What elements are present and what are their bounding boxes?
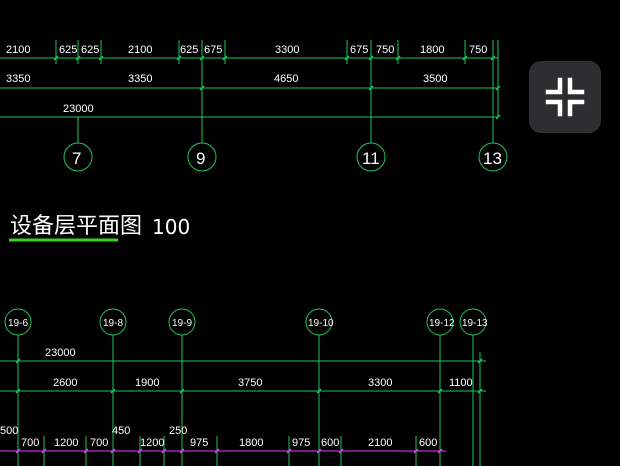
top-axis-labels: 7 9 11 13: [72, 149, 502, 168]
axis-label: 11: [362, 149, 380, 168]
top-dim-row2-labels: 3350 3350 4650 3500: [6, 73, 447, 85]
drawing-title-text: 设备层平面图: [10, 214, 142, 239]
top-dimension-ticks: [53, 55, 501, 120]
dim-label: 23000: [63, 103, 94, 115]
dim-label: 750: [376, 44, 394, 56]
top-axis-bubbles: [63, 117, 508, 172]
axis-label: 19-8: [103, 318, 123, 329]
exit-fullscreen-button[interactable]: [529, 61, 601, 133]
axis-label: 19-12: [429, 318, 455, 329]
dim-label: 700: [90, 437, 108, 449]
dim-label: 975: [190, 437, 208, 449]
dim-label: 600: [321, 437, 339, 449]
dim-label: 2100: [128, 44, 152, 56]
dim-label: 625: [59, 44, 77, 56]
dim-label: 1800: [239, 437, 263, 449]
bottom-dim-row1-labels: 23000: [45, 347, 76, 359]
dim-label: 675: [350, 44, 368, 56]
dim-label: 500: [0, 425, 18, 437]
axis-label: 19-13: [462, 318, 488, 329]
magenta-ticks: [15, 448, 443, 454]
dim-label: 600: [419, 437, 437, 449]
dim-label: 1200: [140, 437, 164, 449]
bottom-dimension-ticks: [15, 358, 483, 394]
bottom-axis-labels: 19-6 19-8 19-9 19-10 19-12 19-13: [8, 318, 488, 329]
dim-label: 750: [469, 44, 487, 56]
dim-label: 450: [112, 425, 130, 437]
drawing-scale-text: 100: [152, 215, 190, 239]
dim-label: 3500: [423, 73, 447, 85]
top-dim-row3-labels: 23000: [63, 103, 94, 115]
collapse-arrows-icon: [545, 77, 585, 117]
dim-label: 2600: [53, 377, 77, 389]
dim-label: 23000: [45, 347, 76, 359]
dim-label: 3750: [238, 377, 262, 389]
dim-label: 2100: [6, 44, 30, 56]
bottom-dim-row2-labels: 2600 1900 3750 3300 1100: [53, 377, 473, 389]
dim-label: 675: [204, 44, 222, 56]
bottom-axis-bubbles: [4, 308, 487, 466]
bottom-dim-row3-upper-labels: 500 450 250: [0, 425, 187, 437]
dim-label: 975: [292, 437, 310, 449]
dim-label: 700: [21, 437, 39, 449]
dim-label: 2100: [368, 437, 392, 449]
axis-label: 7: [72, 149, 81, 168]
drawing-title: 设备层平面图 100: [9, 214, 190, 242]
bottom-dimension-lines: [0, 360, 486, 466]
dim-label: 3300: [368, 377, 392, 389]
axis-label: 19-6: [8, 318, 28, 329]
axis-label: 19-10: [308, 318, 334, 329]
dim-label: 3300: [275, 44, 299, 56]
dim-label: 625: [81, 44, 99, 56]
axis-label: 19-9: [172, 318, 192, 329]
dim-label: 625: [180, 44, 198, 56]
dim-label: 1200: [54, 437, 78, 449]
dim-label: 1900: [135, 377, 159, 389]
dim-label: 4650: [274, 73, 298, 85]
axis-label: 9: [196, 149, 205, 168]
dim-label: 1100: [449, 377, 473, 389]
dim-label: 3350: [6, 73, 30, 85]
bottom-dim-row3-labels: 700 1200 700 1200 975 1800 975 600 2100 …: [21, 437, 437, 449]
top-dim-row1-labels: 2100 625 625 2100 625 675 3300 675 750 1…: [6, 44, 487, 56]
axis-label: 13: [483, 149, 502, 168]
dim-label: 250: [169, 425, 187, 437]
dim-label: 3350: [128, 73, 152, 85]
dim-label: 1800: [420, 44, 444, 56]
